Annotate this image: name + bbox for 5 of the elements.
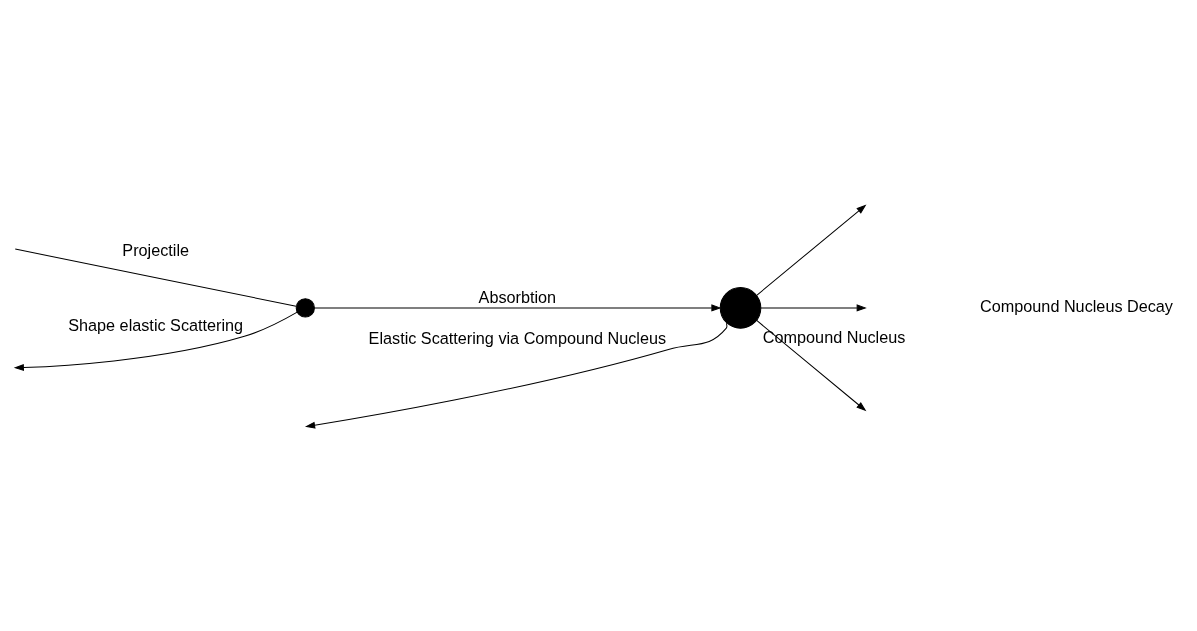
edge-label: Elastic Scattering via Compound Nucleus (368, 328, 667, 347)
label: Compound Nucleus Decay (980, 296, 1174, 315)
edge-label: Shape elastic Scattering (68, 315, 244, 334)
edge-label: Projectile (122, 240, 190, 259)
edge-label: Absorbtion (478, 287, 557, 306)
